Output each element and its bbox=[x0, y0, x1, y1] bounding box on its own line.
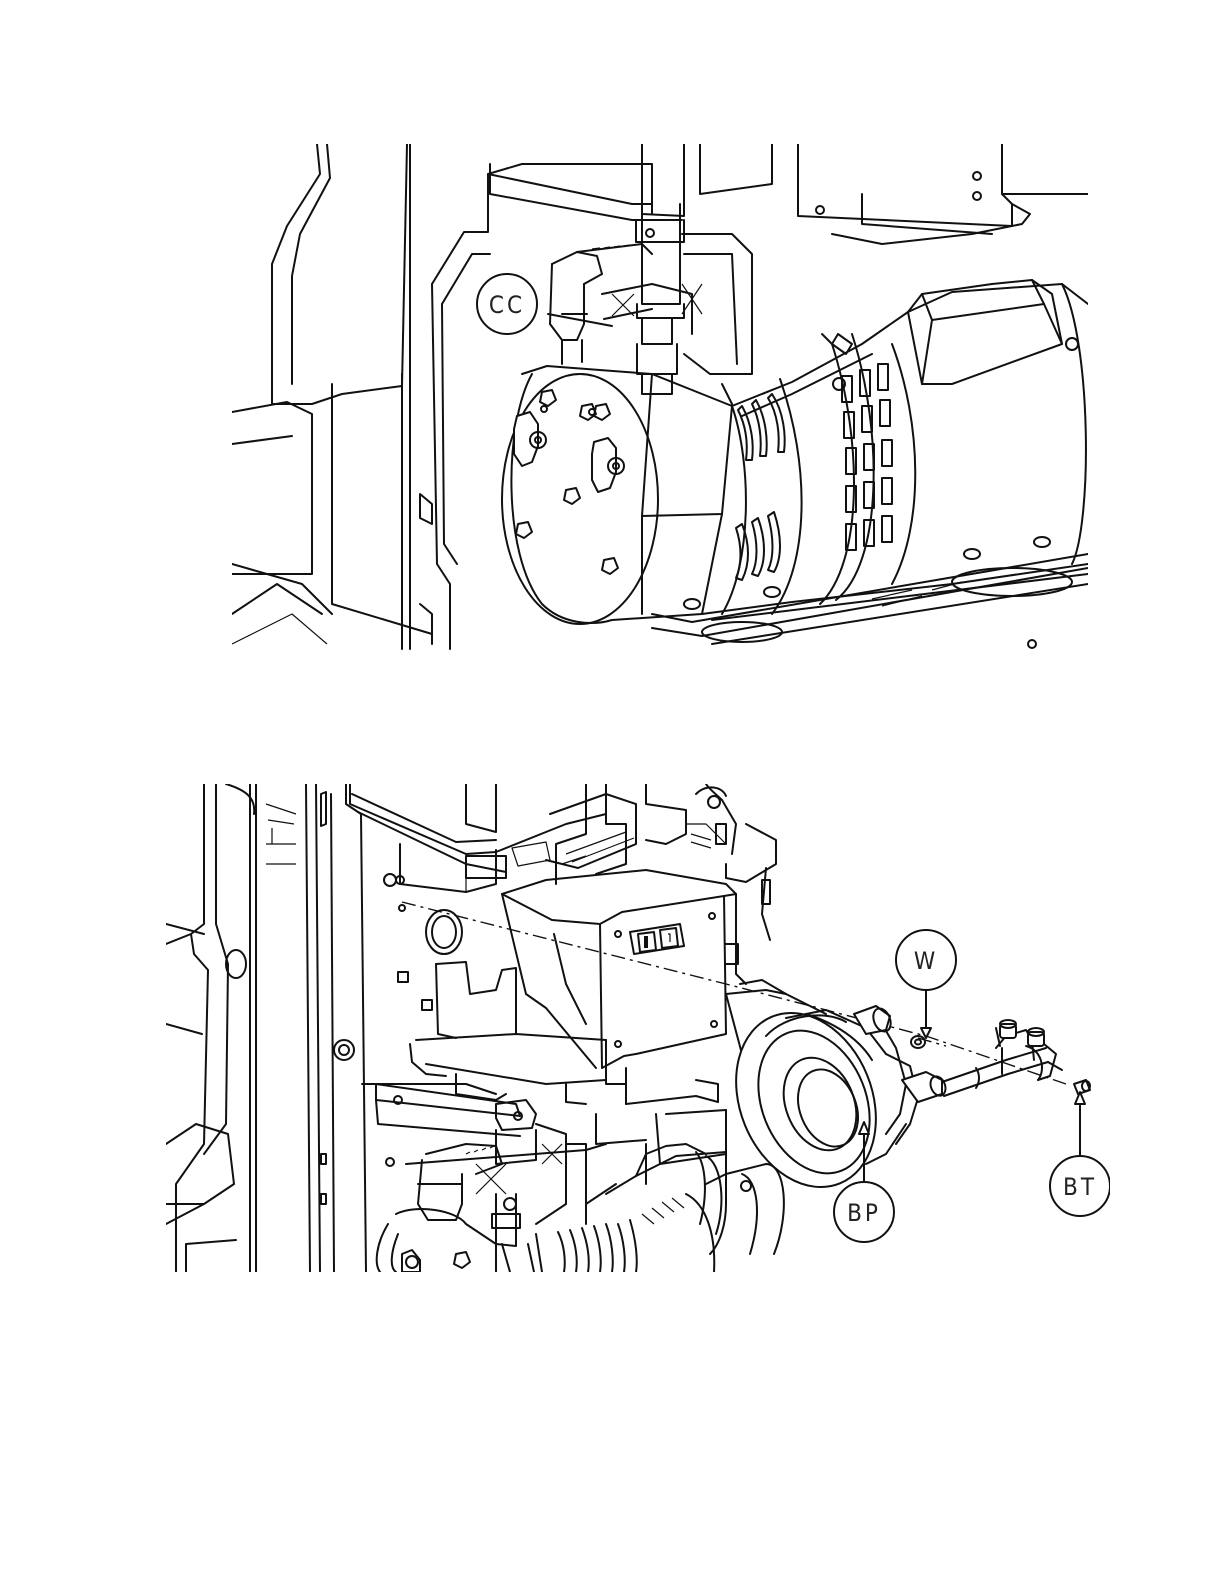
top-assembly-figure: CC bbox=[232, 144, 1088, 652]
callout-cc-label: CC bbox=[489, 291, 525, 319]
callout-bt: BT bbox=[1050, 1092, 1110, 1216]
electronics-box bbox=[350, 784, 776, 940]
lower-pump bbox=[377, 1100, 784, 1272]
callout-w-label: W bbox=[914, 947, 938, 975]
hose-tube-assembly bbox=[942, 1020, 1062, 1096]
bottom-assembly-figure: W BP BT bbox=[166, 784, 1110, 1272]
callout-w: W bbox=[896, 930, 956, 1038]
callout-bt-label: BT bbox=[1063, 1173, 1097, 1201]
blower-housing bbox=[711, 980, 948, 1208]
exploded-pump-drawing: W BP BT bbox=[166, 784, 1110, 1272]
fitting-bt bbox=[1074, 1080, 1090, 1094]
pump-end-cap bbox=[502, 366, 732, 624]
callout-bp-label: BP bbox=[847, 1199, 881, 1227]
assembly-axis-line-lower bbox=[918, 1038, 946, 1046]
vacuum-pump-drawing: CC bbox=[232, 144, 1088, 652]
callout-cc: CC bbox=[477, 274, 612, 334]
cabinet-side bbox=[166, 784, 354, 1272]
cabinet-left-side bbox=[232, 144, 432, 649]
pipe-fittings bbox=[550, 204, 752, 394]
switch-box bbox=[502, 870, 746, 1068]
back-plate bbox=[346, 784, 506, 1272]
washer-w bbox=[911, 1036, 925, 1048]
